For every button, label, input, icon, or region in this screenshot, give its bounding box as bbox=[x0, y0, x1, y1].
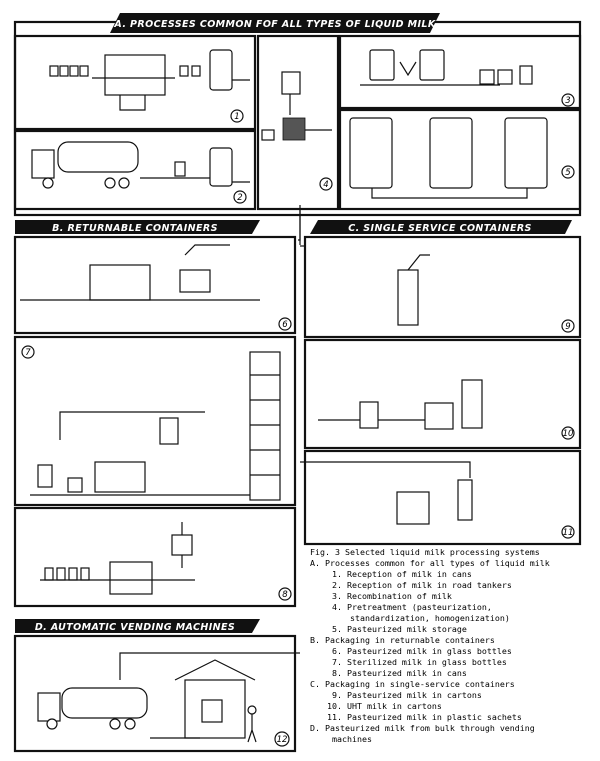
caption-line-6: 6. Pasteurized milk in glass bottles bbox=[332, 646, 512, 656]
panel-1-reception-cans: 1 bbox=[13, 34, 257, 131]
cans-row-8 bbox=[44, 567, 90, 581]
storage-tank-3 bbox=[504, 117, 548, 189]
uht-filler bbox=[461, 379, 483, 429]
carton-filler bbox=[397, 269, 419, 326]
panel-3-recombination: 3 bbox=[338, 34, 582, 110]
marker-10 bbox=[561, 426, 575, 440]
marker-8-label: 8 bbox=[282, 590, 288, 600]
caption-line-4: 4. Pretreatment (pasteurization, bbox=[332, 602, 492, 612]
can-filler-tank bbox=[171, 534, 193, 556]
road-tanker-12 bbox=[37, 687, 148, 730]
tank-1 bbox=[209, 49, 233, 91]
marker-6 bbox=[278, 317, 292, 331]
marker-3 bbox=[561, 93, 575, 107]
section-d: D. AUTOMATIC VENDING MACHINES 12 bbox=[13, 619, 300, 753]
vending-machine bbox=[201, 699, 223, 723]
marker-1-label: 1 bbox=[234, 112, 239, 122]
section-d-header: D. AUTOMATIC VENDING MACHINES bbox=[35, 622, 235, 633]
marker-5 bbox=[561, 165, 575, 179]
bottle-washer bbox=[89, 264, 151, 301]
caption-line-7: 7. Sterilized milk in glass bottles bbox=[332, 657, 507, 667]
storage-tank-2 bbox=[429, 117, 473, 189]
caption-line-b: B. Packaging in returnable containers bbox=[310, 635, 495, 645]
marker-11 bbox=[561, 525, 575, 539]
marker-7-label: 7 bbox=[25, 348, 31, 358]
caption-line-4b: standardization, homogenization) bbox=[350, 613, 510, 623]
uht-tank bbox=[359, 401, 379, 429]
marker-1 bbox=[230, 109, 244, 123]
panel-5-storage: 5 bbox=[338, 108, 582, 211]
recomb-tank-1 bbox=[369, 49, 395, 81]
caption-line-1: 1. Reception of milk in cans bbox=[332, 569, 472, 579]
road-tanker bbox=[31, 141, 139, 189]
marker-7 bbox=[21, 345, 35, 359]
marker-4-label: 4 bbox=[323, 180, 328, 190]
caption-line-a: A. Processes common for all types of liq… bbox=[310, 558, 550, 568]
customer-head bbox=[247, 705, 257, 715]
sterilizer-tower bbox=[249, 351, 281, 501]
homogenizer-7 bbox=[159, 417, 179, 445]
marker-6-label: 6 bbox=[282, 320, 288, 330]
panel-2-reception-tankers: 2 bbox=[13, 129, 257, 211]
marker-4 bbox=[319, 177, 333, 191]
pasteurizer bbox=[281, 71, 301, 95]
panel-11-plastic-sachets: 11 bbox=[300, 449, 582, 546]
caption-line-8: 8. Pasteurized milk in cans bbox=[332, 668, 467, 678]
panel-6-glass-bottles: 6 bbox=[13, 235, 297, 335]
marker-2 bbox=[233, 190, 247, 204]
section-a: A. PROCESSES COMMON FOF ALL TYPES OF LIQ… bbox=[13, 13, 582, 217]
recomb-tank-2 bbox=[419, 49, 445, 81]
caption-line-3: 3. Recombination of milk bbox=[332, 591, 452, 601]
section-b: B. RETURNABLE CONTAINERS 6 7 bbox=[13, 220, 297, 608]
marker-3-label: 3 bbox=[565, 96, 570, 106]
pump bbox=[174, 161, 186, 177]
caption-line-c: C. Packaging in single-service container… bbox=[310, 679, 515, 689]
caption-line-11: 11. Pasteurized milk in plastic sachets bbox=[327, 712, 522, 722]
caption-line-d2: machines bbox=[332, 734, 372, 744]
filler bbox=[94, 461, 146, 493]
marker-2-label: 2 bbox=[237, 193, 242, 203]
section-c-header: C. SINGLE SERVICE CONTAINERS bbox=[348, 223, 532, 234]
storage-tank-1 bbox=[349, 117, 393, 189]
panel-4-pretreatment: 4 bbox=[256, 34, 340, 211]
marker-5-label: 5 bbox=[565, 168, 570, 178]
caption-line-d: D. Pasteurized milk from bulk through ve… bbox=[310, 723, 535, 733]
marker-9 bbox=[561, 319, 575, 333]
marker-11-label: 11 bbox=[563, 528, 574, 538]
panel-10-uht-cartons: 10 bbox=[303, 338, 582, 450]
figure-caption: Fig. 3 Selected liquid milk processing s… bbox=[310, 547, 550, 744]
caption-title: Fig. 3 Selected liquid milk processing s… bbox=[310, 547, 540, 557]
panel-12-vending: 12 bbox=[13, 634, 300, 753]
tank-2 bbox=[209, 147, 233, 187]
marker-8 bbox=[278, 587, 292, 601]
sachet-storage bbox=[396, 491, 430, 525]
caption-line-10: 10. UHT milk in cartons bbox=[327, 701, 442, 711]
panel-8-cans: 8 bbox=[13, 506, 297, 608]
homogenizer bbox=[282, 117, 306, 141]
panel-7-sterilized-bottles: 7 bbox=[13, 335, 297, 507]
caption-line-9: 9. Pasteurized milk in cartons bbox=[332, 690, 482, 700]
weigh-tank bbox=[104, 54, 166, 96]
milk-cans-row bbox=[49, 65, 89, 77]
can-washer bbox=[109, 561, 153, 595]
panel-9-cartons: 9 bbox=[303, 235, 582, 339]
section-c: C. SINGLE SERVICE CONTAINERS 9 10 bbox=[300, 220, 582, 744]
marker-12-label: 12 bbox=[277, 735, 288, 745]
marker-10-label: 10 bbox=[563, 429, 574, 439]
section-a-header: A. PROCESSES COMMON FOF ALL TYPES OF LIQ… bbox=[113, 19, 435, 30]
marker-9-label: 9 bbox=[565, 322, 570, 332]
caption-line-5: 5. Pasteurized milk storage bbox=[332, 624, 467, 634]
marker-12 bbox=[274, 731, 290, 747]
section-b-header: B. RETURNABLE CONTAINERS bbox=[52, 223, 218, 234]
caption-line-2: 2. Reception of milk in road tankers bbox=[332, 580, 512, 590]
uht-unit bbox=[424, 402, 454, 430]
sachet-filler bbox=[457, 479, 473, 521]
